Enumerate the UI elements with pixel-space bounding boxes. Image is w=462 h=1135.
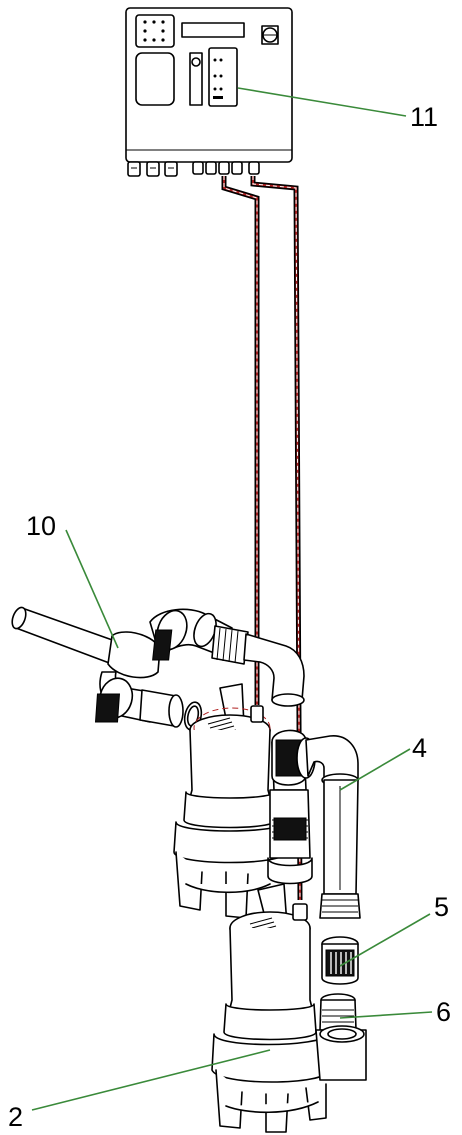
callout-4: 4 (412, 733, 427, 763)
callout-labels: 11 10 4 5 6 2 (8, 102, 451, 1132)
leader-5 (339, 913, 431, 967)
callout-10: 10 (26, 511, 56, 541)
union-nut-upper-ridges (216, 627, 239, 664)
riser-pipe (305, 735, 361, 919)
upper-pump (173, 683, 287, 919)
discharge-pipe-assembly (11, 606, 305, 731)
lower-pump (211, 883, 367, 1133)
leader-4 (339, 748, 411, 791)
leader-6 (339, 1011, 433, 1019)
cable-glands (127, 161, 260, 177)
check-valve-assembly (267, 729, 316, 885)
leader-lines (31, 87, 433, 1111)
callout-5: 5 (434, 892, 449, 922)
leader-11 (237, 87, 407, 117)
union-nut (321, 936, 359, 985)
threaded-adapter (319, 993, 357, 1031)
leader-2 (31, 1049, 271, 1111)
leader-10 (65, 529, 119, 649)
callout-2: 2 (8, 1102, 23, 1132)
callout-6: 6 (436, 997, 451, 1027)
power-cables (221, 176, 303, 901)
callout-11: 11 (410, 102, 438, 132)
control-box (125, 7, 293, 177)
